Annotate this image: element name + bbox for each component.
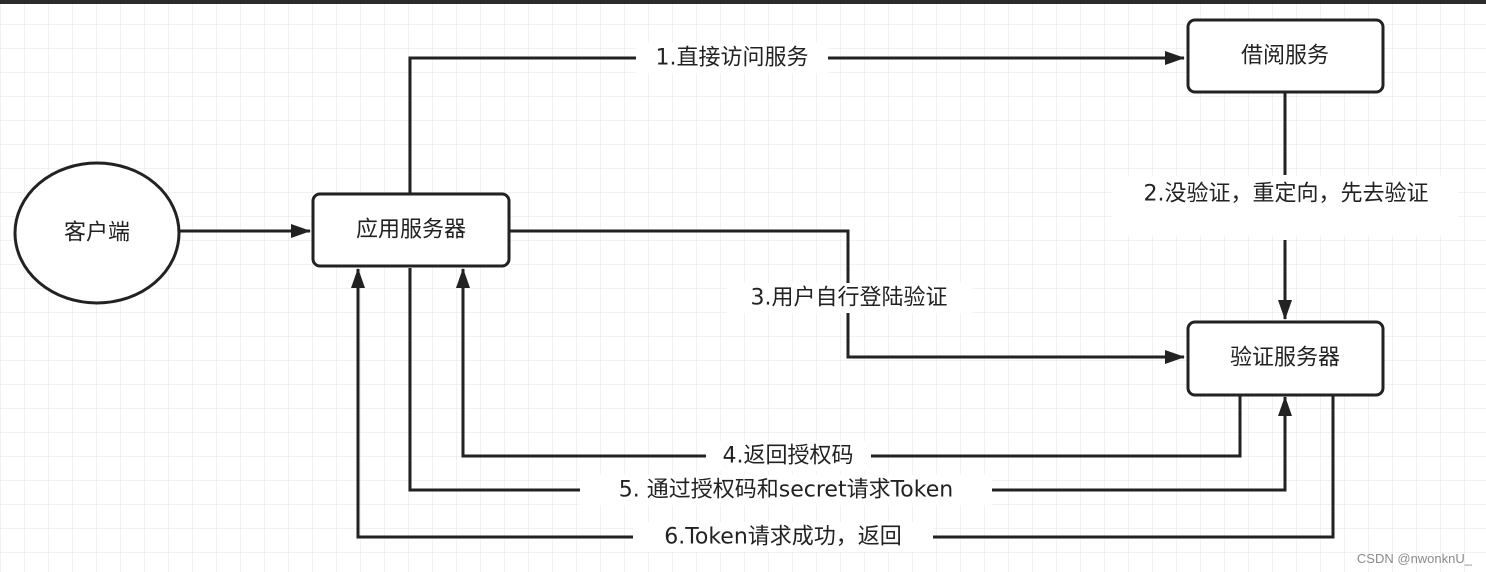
edge-label-1-bg: [636, 43, 828, 73]
watermark: CSDN @nwonknU_: [1356, 551, 1472, 566]
top-edge-bar: [0, 0, 1486, 4]
edge-label-4-bg: [706, 441, 871, 471]
edge-label-2-bg: [1112, 176, 1458, 236]
node-client: 客户端: [13, 161, 181, 305]
node-app-server-shape: [311, 192, 511, 268]
node-borrow-service-label: 借阅服务: [1241, 44, 1329, 69]
edge-label-3-bg: [727, 283, 972, 313]
edge-label-6: 6.Token请求成功，返回: [664, 525, 902, 550]
edge-label-2: 2.没验证，重定向，先去验证: [1144, 182, 1429, 207]
edge-label-3: 3.用户自行登陆验证: [751, 286, 948, 311]
edge-1-direct-access: [408, 51, 1185, 193]
node-auth-server: 验证服务器: [1186, 320, 1385, 397]
node-auth-server-shape: [1186, 320, 1385, 397]
node-auth-server-label: 验证服务器: [1230, 346, 1340, 371]
node-client-shape: [13, 161, 181, 305]
node-app-server-label: 应用服务器: [356, 218, 466, 243]
node-borrow-service-shape: [1186, 18, 1385, 94]
node-borrow-service: 借阅服务: [1186, 18, 1385, 94]
edge-label-4: 4.返回授权码: [723, 444, 854, 469]
edge-label-6-bg: [633, 522, 933, 552]
node-client-label: 客户端: [64, 221, 130, 246]
edge-label-1: 1.直接访问服务: [656, 46, 809, 71]
node-app-server: 应用服务器: [311, 192, 511, 268]
edge-label-5-bg: [580, 475, 992, 505]
edge-label-5: 5. 通过授权码和secret请求Token: [619, 478, 953, 503]
